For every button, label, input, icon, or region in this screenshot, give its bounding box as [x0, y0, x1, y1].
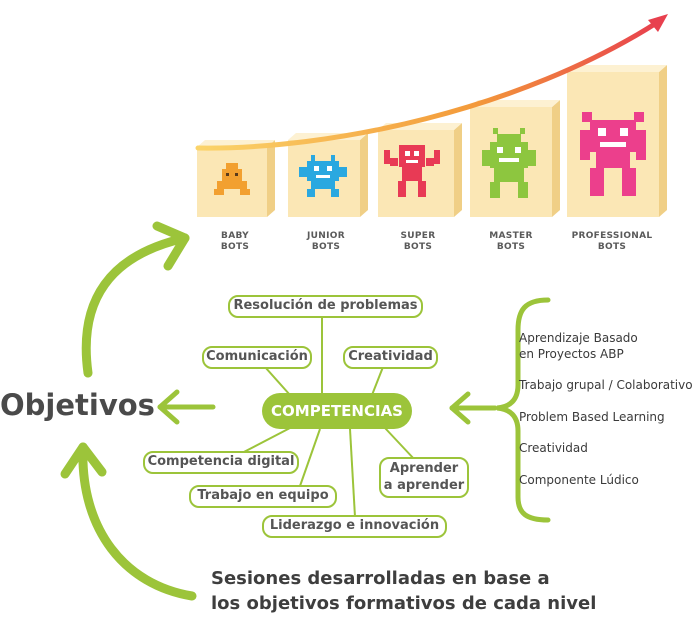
- level-label-line1: MASTER: [489, 231, 533, 241]
- master-bot-icon: [482, 128, 536, 198]
- super-bot-icon: [384, 145, 440, 197]
- method-creatividad: Creatividad: [519, 441, 588, 455]
- baby-bot-icon: [214, 163, 250, 195]
- node-creatividad: Creatividad: [343, 346, 438, 369]
- method-ludico: Componente Lúdico: [519, 473, 639, 487]
- level-label-line2: BOTS: [311, 242, 341, 252]
- level-label-line1: PROFESSIONAL: [571, 231, 653, 241]
- node-resolucion-problemas: Resolución de problemas: [228, 295, 423, 318]
- level-label-baby: BABY BOTS: [200, 231, 270, 253]
- node-aprender-line2: a aprender: [383, 478, 465, 493]
- node-liderazgo-innovacion: Liderazgo e innovación: [262, 515, 447, 538]
- level-box-super: [378, 123, 462, 217]
- professional-bot-icon: [580, 112, 646, 196]
- level-label-junior: JUNIOR BOTS: [290, 231, 362, 253]
- node-competencias: COMPETENCIAS: [262, 393, 412, 429]
- level-label-line2: BOTS: [496, 242, 526, 252]
- method-trabajo-grupal: Trabajo grupal / Colaborativo: [519, 378, 692, 392]
- arrow-to-competencias: [449, 391, 498, 425]
- level-label-master: MASTER BOTS: [470, 231, 552, 253]
- level-label-line1: BABY: [221, 231, 249, 241]
- method-pbl: Problem Based Learning: [519, 410, 665, 424]
- objetivos-title: Objetivos: [0, 388, 155, 422]
- level-label-line1: JUNIOR: [307, 231, 345, 241]
- level-box-baby: [197, 140, 275, 217]
- level-label-line2: BOTS: [403, 242, 433, 252]
- method-abp: Aprendizaje Basado en Proyectos ABP: [519, 330, 638, 362]
- sesiones-caption: Sesiones desarrolladas en base a los obj…: [211, 566, 596, 616]
- arrow-sesiones-to-objetivos: [60, 442, 197, 601]
- sesiones-line2: los objetivos formativos de cada nivel: [211, 593, 597, 614]
- competencias-connectors: [239, 316, 416, 518]
- sesiones-line1: Sesiones desarrolladas en base a: [211, 568, 550, 589]
- method-abp-line1: Aprendizaje Basado: [519, 331, 638, 345]
- method-abp-line2: en Proyectos ABP: [519, 347, 624, 361]
- node-trabajo-equipo: Trabajo en equipo: [189, 485, 337, 508]
- level-label-line2: BOTS: [597, 242, 627, 252]
- node-competencia-digital: Competencia digital: [143, 451, 299, 474]
- level-label-line1: SUPER: [400, 231, 436, 241]
- arrow-to-objetivos: [157, 389, 216, 425]
- node-aprender-line1: Aprender: [389, 461, 459, 476]
- level-label-professional: PROFESSIONAL BOTS: [562, 231, 662, 253]
- level-label-line2: BOTS: [220, 242, 250, 252]
- node-aprender-a-aprender: Aprender a aprender: [379, 457, 469, 498]
- growth-arrowhead: [648, 14, 668, 32]
- arrow-objetivos-to-levels: [81, 221, 190, 378]
- level-label-super: SUPER BOTS: [380, 231, 456, 253]
- junior-bot-icon: [299, 155, 347, 197]
- node-comunicacion: Comunicación: [202, 346, 312, 369]
- methods-brace: [496, 297, 551, 523]
- growth-arrow: [195, 19, 661, 151]
